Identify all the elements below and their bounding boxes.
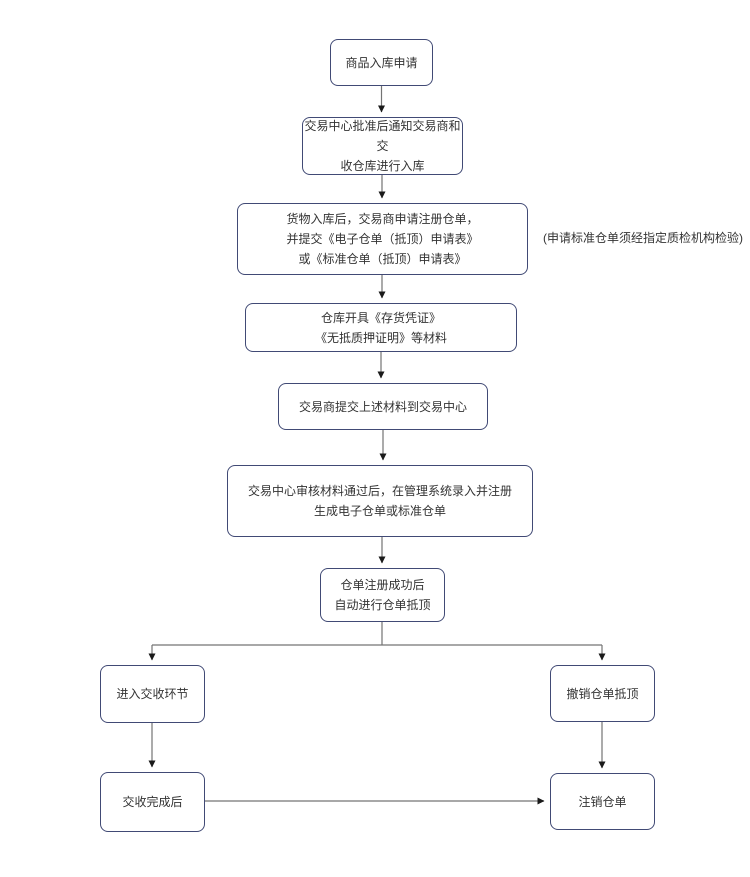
node-center-review-register: 交易中心审核材料通过后，在管理系统录入并注册 生成电子仓单或标准仓单 (227, 465, 533, 537)
node-delivery-completed: 交收完成后 (100, 772, 205, 832)
node-center-approval-notify: 交易中心批准后通知交易商和交 收仓库进行入库 (302, 117, 463, 175)
node-goods-entry-application: 商品入库申请 (330, 39, 433, 86)
node-enter-delivery-stage: 进入交收环节 (100, 665, 205, 723)
node-warehouse-issue-documents: 仓库开具《存货凭证》 《无抵质押证明》等材料 (245, 303, 517, 352)
node-receipt-auto-pledge: 仓单注册成功后 自动进行仓单抵顶 (320, 568, 445, 622)
node-deregister-receipt: 注销仓单 (550, 773, 655, 830)
node-cancel-receipt-pledge: 撤销仓单抵顶 (550, 665, 655, 722)
node-apply-register-receipt: 货物入库后，交易商申请注册仓单， 并提交《电子仓单（抵顶）申请表》 或《标准仓单… (237, 203, 528, 275)
side-annotation-quality-inspection: (申请标准仓单须经指定质检机构检验) (543, 231, 743, 245)
node-submit-materials: 交易商提交上述材料到交易中心 (278, 383, 488, 430)
